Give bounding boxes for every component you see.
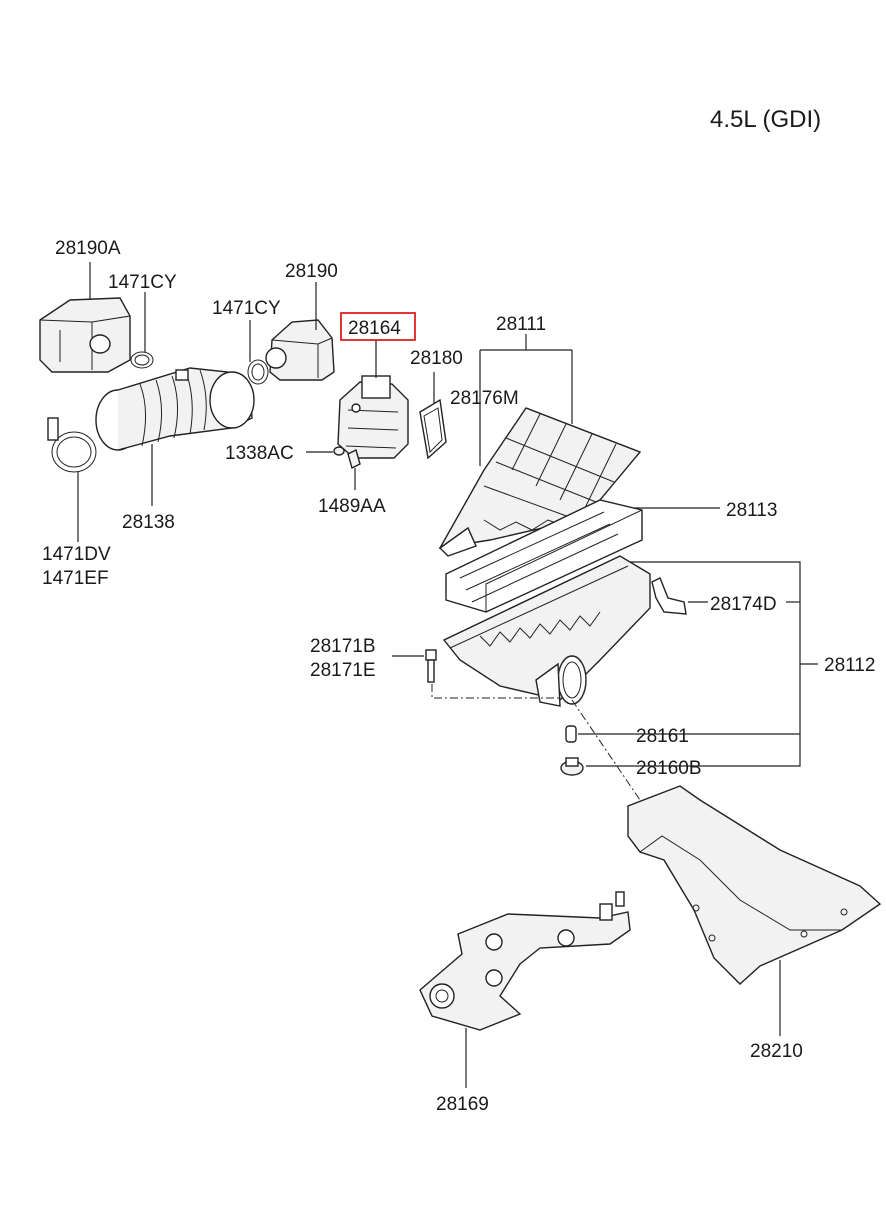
label-28161[interactable]: 28161 <box>636 726 689 747</box>
label-1471EF[interactable]: 1471EF <box>42 568 109 589</box>
label-1471CY-right[interactable]: 1471CY <box>212 298 281 319</box>
label-28138[interactable]: 28138 <box>122 512 175 533</box>
label-28164[interactable]: 28164 <box>348 318 401 339</box>
part-28190A-resonator <box>39 297 131 373</box>
label-1489AA[interactable]: 1489AA <box>318 496 386 517</box>
dashline-bolt <box>431 684 560 699</box>
part-28190-duct <box>265 319 335 381</box>
label-1471DV[interactable]: 1471DV <box>42 544 111 565</box>
label-28160B[interactable]: 28160B <box>636 758 702 779</box>
label-28171E[interactable]: 28171E <box>310 660 376 681</box>
part-28138-intake-hose <box>95 367 255 451</box>
label-28111[interactable]: 28111 <box>496 314 546 335</box>
label-28174D[interactable]: 28174D <box>710 594 777 615</box>
part-1471CY-clamp-right <box>247 359 269 385</box>
highlight-box-28164 <box>340 312 416 341</box>
label-28112[interactable]: 28112 <box>824 655 875 676</box>
label-28113[interactable]: 28113 <box>726 500 777 521</box>
part-28160B-grommet <box>560 757 584 776</box>
label-28176M[interactable]: 28176M <box>450 388 519 409</box>
label-28190A[interactable]: 28190A <box>55 238 121 259</box>
label-28171B[interactable]: 28171B <box>310 636 376 657</box>
part-1489AA-bracket <box>347 448 361 470</box>
part-28161-pin <box>565 725 577 743</box>
part-28210-air-duct <box>627 785 882 985</box>
label-28210[interactable]: 28210 <box>750 1041 803 1062</box>
label-28169[interactable]: 28169 <box>436 1094 489 1115</box>
label-1471CY-left[interactable]: 1471CY <box>108 272 177 293</box>
label-28180[interactable]: 28180 <box>410 348 463 369</box>
part-28174D-fitting <box>651 577 687 615</box>
label-28190[interactable]: 28190 <box>285 261 338 282</box>
part-28169-bracket <box>419 891 631 1031</box>
part-28171B-bolt <box>425 649 437 683</box>
part-1471CY-clamp-left <box>130 351 154 369</box>
label-1338AC[interactable]: 1338AC <box>225 443 294 464</box>
part-1338AC-screw <box>333 446 345 456</box>
engine-spec-title: 4.5L (GDI) <box>710 106 821 133</box>
part-28113-filter-element <box>445 499 643 613</box>
part-28164-air-flow-sensor <box>337 375 409 459</box>
part-28180-gasket <box>419 398 447 460</box>
dashline-housing <box>571 699 641 801</box>
part-1471DV-clamp <box>47 417 97 473</box>
